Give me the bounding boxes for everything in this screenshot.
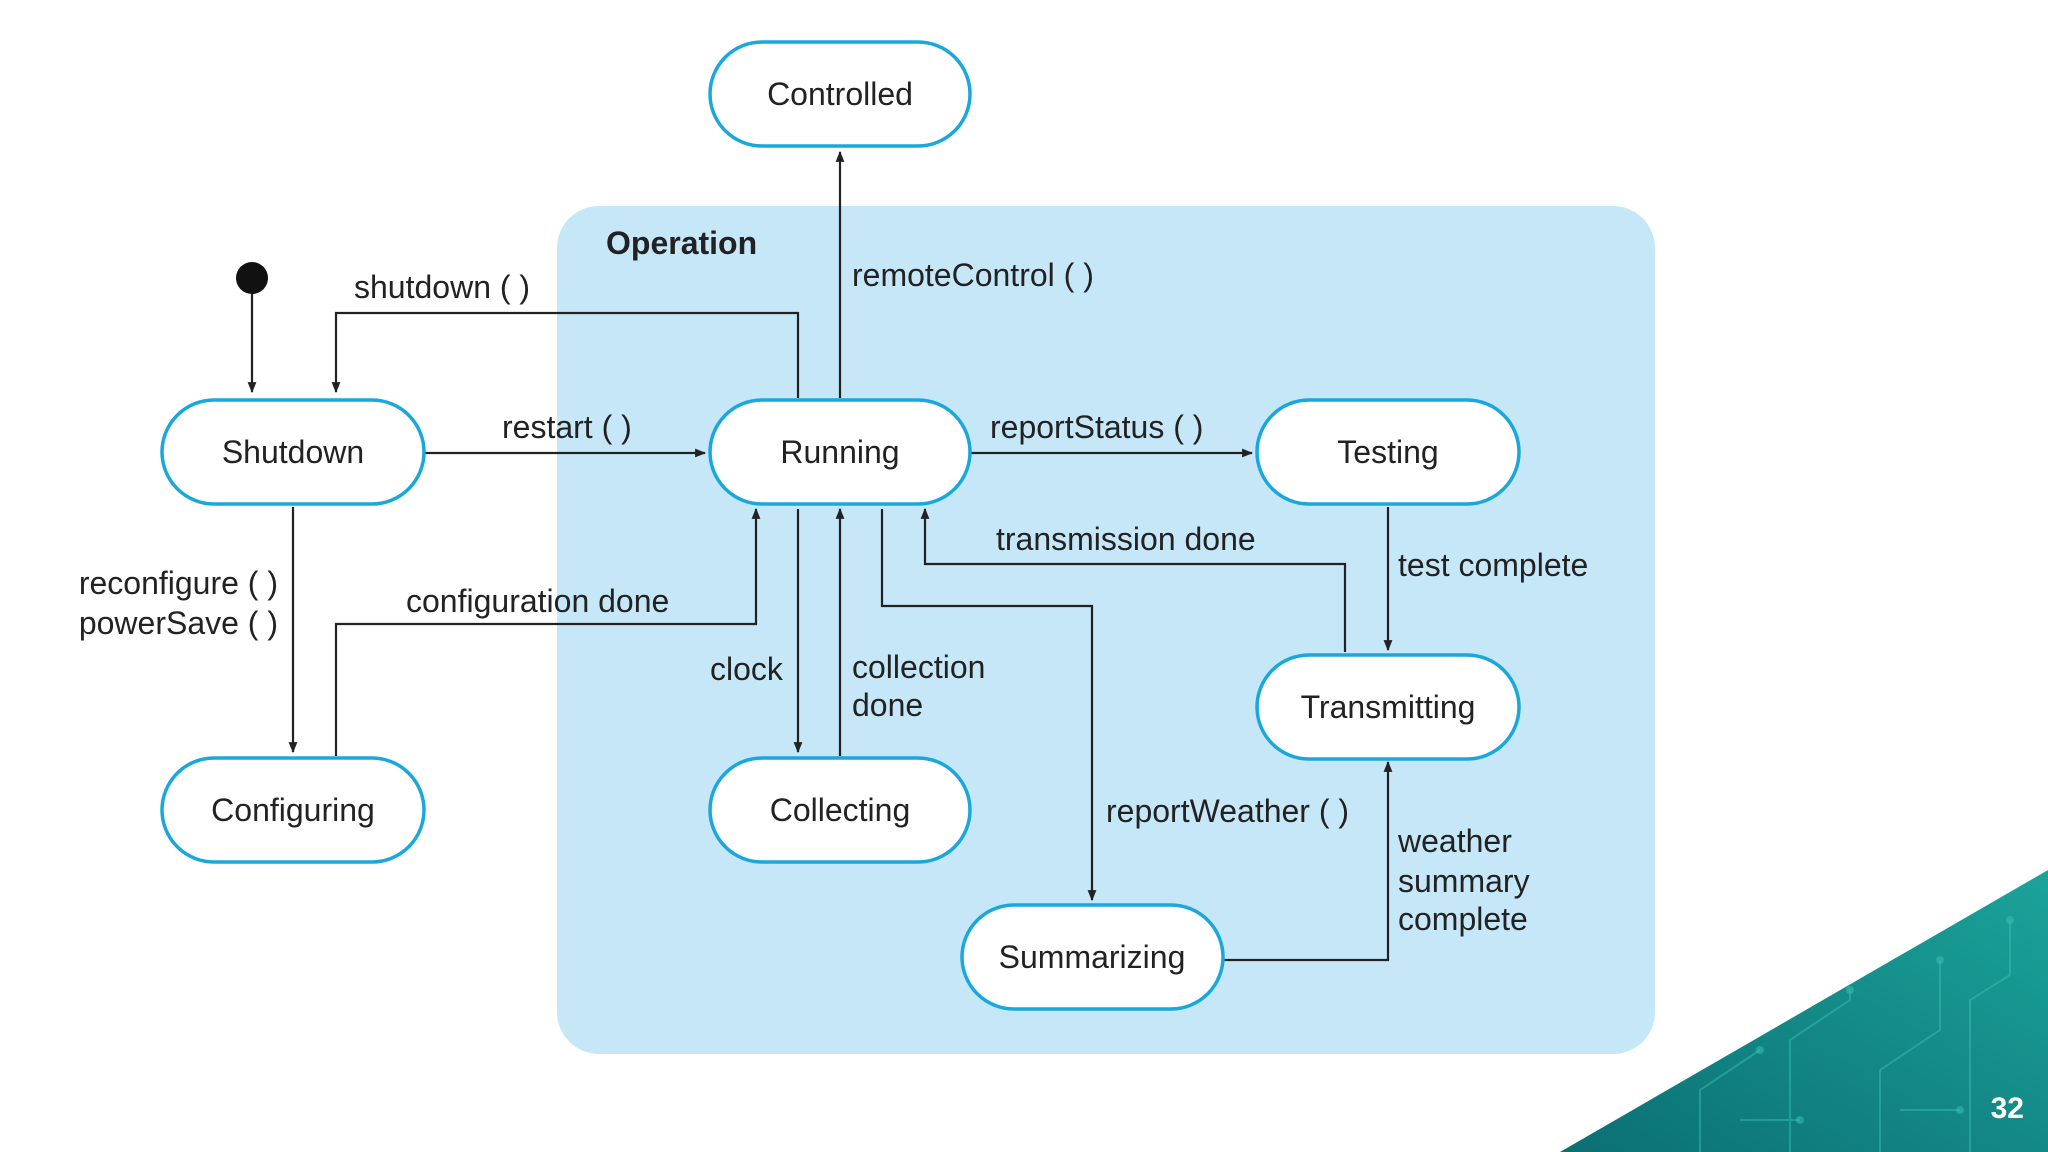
state-transmitting-label: Transmitting bbox=[1301, 689, 1476, 725]
state-transmitting: Transmitting bbox=[1255, 653, 1521, 761]
edge-running-to-summarizing bbox=[880, 509, 1097, 902]
state-shutdown-label: Shutdown bbox=[222, 434, 364, 470]
label-restart: restart ( ) bbox=[502, 409, 632, 445]
label-remote-control: remoteControl ( ) bbox=[852, 257, 1094, 293]
label-configuration-done: configuration done bbox=[406, 583, 669, 619]
state-summarizing-label: Summarizing bbox=[999, 939, 1186, 975]
state-testing: Testing bbox=[1255, 398, 1521, 506]
state-summarizing: Summarizing bbox=[960, 903, 1225, 1011]
label-clock: clock bbox=[710, 651, 784, 687]
label-collection: collection bbox=[852, 649, 985, 685]
state-collecting-label: Collecting bbox=[770, 792, 911, 828]
label-report-status: reportStatus ( ) bbox=[990, 409, 1203, 445]
state-configuring: Configuring bbox=[160, 756, 426, 864]
label-report-weather: reportWeather ( ) bbox=[1106, 793, 1349, 829]
label-collection-done: done bbox=[852, 687, 923, 723]
state-controlled: Controlled bbox=[708, 40, 972, 148]
state-configuring-label: Configuring bbox=[211, 792, 375, 828]
label-power-save: powerSave ( ) bbox=[79, 605, 278, 641]
label-test-complete: test complete bbox=[1398, 547, 1588, 583]
label-summary: summary bbox=[1398, 863, 1530, 899]
page-number: 32 bbox=[1990, 1092, 2024, 1125]
edge-running-to-shutdown bbox=[331, 311, 800, 398]
state-collecting: Collecting bbox=[708, 756, 972, 864]
edge-summarizing-to-transmitting bbox=[1223, 760, 1393, 962]
label-transmission-done: transmission done bbox=[996, 521, 1256, 557]
edge-transmitting-to-running bbox=[920, 507, 1347, 652]
label-reconfigure: reconfigure ( ) bbox=[79, 565, 278, 601]
operation-region-title: Operation bbox=[606, 225, 757, 261]
initial-state-dot bbox=[236, 262, 268, 294]
state-controlled-label: Controlled bbox=[767, 76, 913, 112]
label-shutdown: shutdown ( ) bbox=[354, 269, 530, 305]
label-complete: complete bbox=[1398, 901, 1528, 937]
state-running: Running bbox=[708, 398, 972, 506]
label-weather: weather bbox=[1397, 823, 1512, 859]
state-shutdown: Shutdown bbox=[160, 398, 426, 506]
corner-decoration bbox=[1560, 870, 2048, 1152]
state-testing-label: Testing bbox=[1337, 434, 1438, 470]
edge-configuring-to-running bbox=[334, 507, 761, 756]
state-running-label: Running bbox=[780, 434, 899, 470]
